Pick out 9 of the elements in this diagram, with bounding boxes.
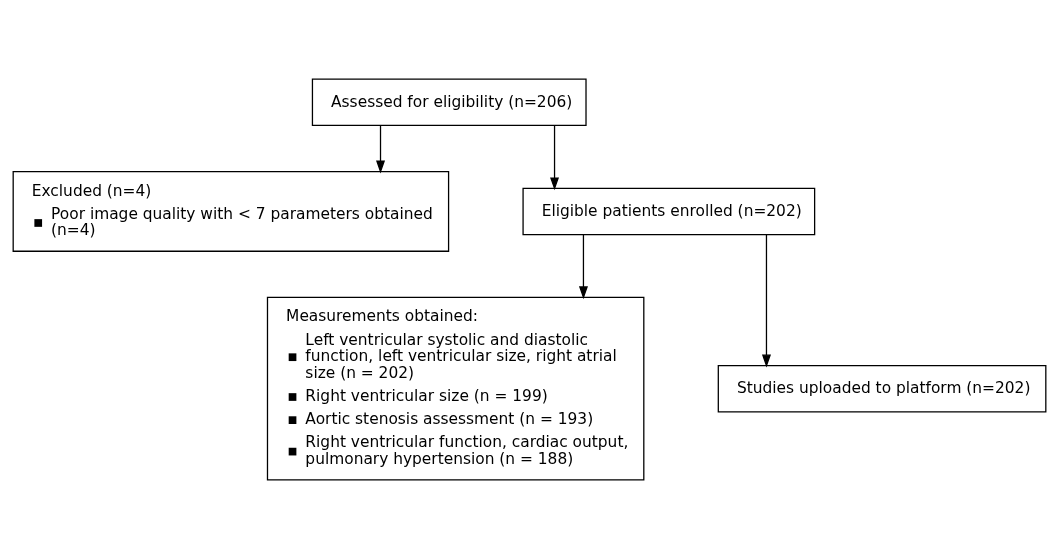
node-box: Assessed for eligibility (n=206) — [311, 78, 587, 126]
node-box: Measurements obtained: Left ventricular systolic and diastolic function, left ventricular size, right atrial size (n = 202) Right ventricular size (n = 199) Aortic stenosis assessment (n = 193) Right ventricular function, cardiac output, pulmonary hypertension (n = 188) — [266, 296, 645, 481]
arrow — [761, 233, 771, 368]
node-box: Studies uploaded to platform (n=202) — [717, 364, 1047, 413]
arrow — [550, 124, 560, 191]
arrow — [578, 233, 588, 300]
node-box: Excluded (n=4) Poor image quality with < 7 parameters obtained (n=4) — [12, 170, 450, 252]
arrow — [376, 124, 385, 174]
node-box: Eligible patients enrolled (n=202) — [522, 187, 816, 236]
